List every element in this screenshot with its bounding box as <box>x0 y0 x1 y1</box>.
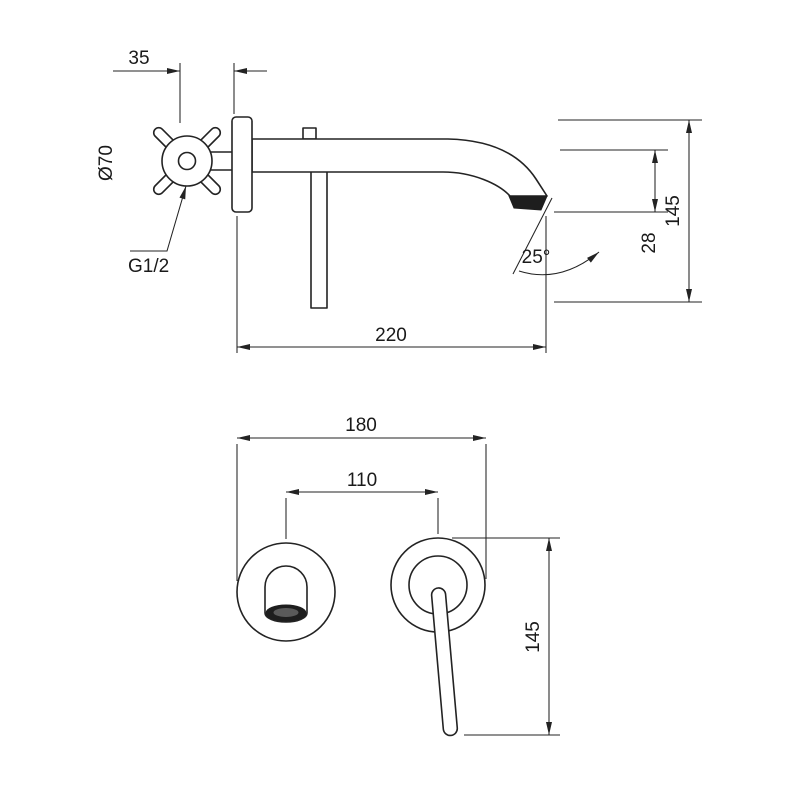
side-view <box>152 116 548 309</box>
spout-aerator <box>508 195 548 211</box>
leader-line-thread <box>130 185 187 252</box>
spout-angle-label: 25° <box>522 247 551 268</box>
dim-label-center-spacing: 110 <box>347 470 377 491</box>
front-view <box>236 537 486 737</box>
angle-arc-arrow <box>518 251 600 276</box>
handle-hub <box>177 151 197 171</box>
spout <box>251 138 548 197</box>
dim-label-outlet-drop: 28 <box>639 232 660 253</box>
dim-label-lever-length: 145 <box>523 621 544 653</box>
labels: 35 Ø70 G1/2 220 145 28 25° 180 110 145 <box>96 48 684 653</box>
dim-label-spout-reach: 220 <box>375 325 407 346</box>
supply-pipe <box>310 171 328 309</box>
dimensions-front <box>236 435 560 736</box>
thread-size-label: G1/2 <box>128 256 169 277</box>
dim-label-handle-depth: 35 <box>128 48 149 69</box>
dim-label-overall-width: 180 <box>345 415 377 436</box>
dimensions-side <box>113 63 702 353</box>
dim-label-handle-diameter: Ø70 <box>96 145 117 181</box>
wall-plate <box>231 116 253 213</box>
mounting-screw <box>302 127 317 140</box>
spout-outlet-inner <box>273 608 299 617</box>
dim-label-overall-height: 145 <box>663 195 684 227</box>
angle-reference-line <box>512 197 553 275</box>
lever-handle <box>430 587 459 737</box>
